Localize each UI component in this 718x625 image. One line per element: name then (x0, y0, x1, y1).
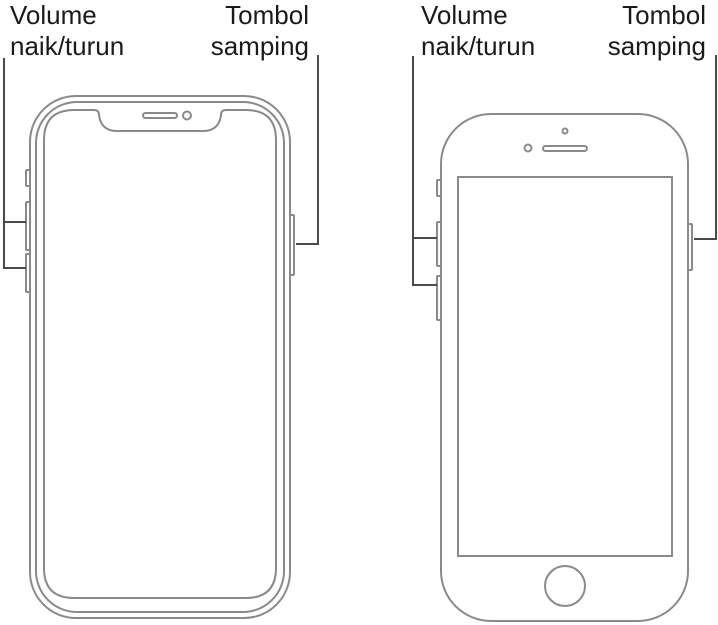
label-side-right-line2: samping (607, 31, 706, 61)
iphone-faceid (25, 95, 295, 619)
iphone-homebutton (436, 113, 693, 622)
volume-up-button (25, 201, 31, 251)
label-side-left: Tombol samping (211, 0, 309, 62)
top-sensor (561, 127, 569, 135)
volume-down-button (436, 275, 442, 321)
side-button (687, 223, 693, 271)
label-side-right-line1: Tombol (622, 0, 706, 30)
phone-frame-inner (35, 101, 285, 613)
phone-frame-outer (440, 113, 689, 622)
home-button (544, 565, 586, 607)
label-side-left-line2: samping (210, 31, 309, 61)
screen (457, 176, 673, 557)
label-side-right: Tombol samping (608, 0, 706, 62)
label-volume-left: Volume naik/turun (10, 0, 124, 62)
label-volume-right-line1: Volume (421, 0, 508, 30)
volume-up-button (436, 221, 442, 267)
label-volume-left-line2: naik/turun (10, 31, 125, 61)
callout-volume-left (3, 58, 26, 269)
earpiece-speaker (542, 145, 588, 152)
callout-side-right (694, 55, 717, 240)
label-volume-right: Volume naik/turun (421, 0, 535, 62)
label-volume-left-line1: Volume (10, 0, 97, 30)
label-volume-right-line2: naik/turun (421, 31, 536, 61)
earpiece-speaker (142, 112, 178, 119)
front-camera (523, 143, 533, 153)
callout-volume-right (412, 56, 437, 286)
front-camera (182, 110, 192, 121)
mute-switch (436, 179, 442, 197)
callout-side-left (296, 55, 319, 245)
mute-switch (25, 169, 31, 187)
volume-down-button (25, 253, 31, 293)
label-side-left-line1: Tombol (225, 0, 309, 30)
phone-frame-outer (29, 95, 291, 619)
screen-with-notch (43, 109, 277, 599)
side-button (289, 214, 295, 276)
